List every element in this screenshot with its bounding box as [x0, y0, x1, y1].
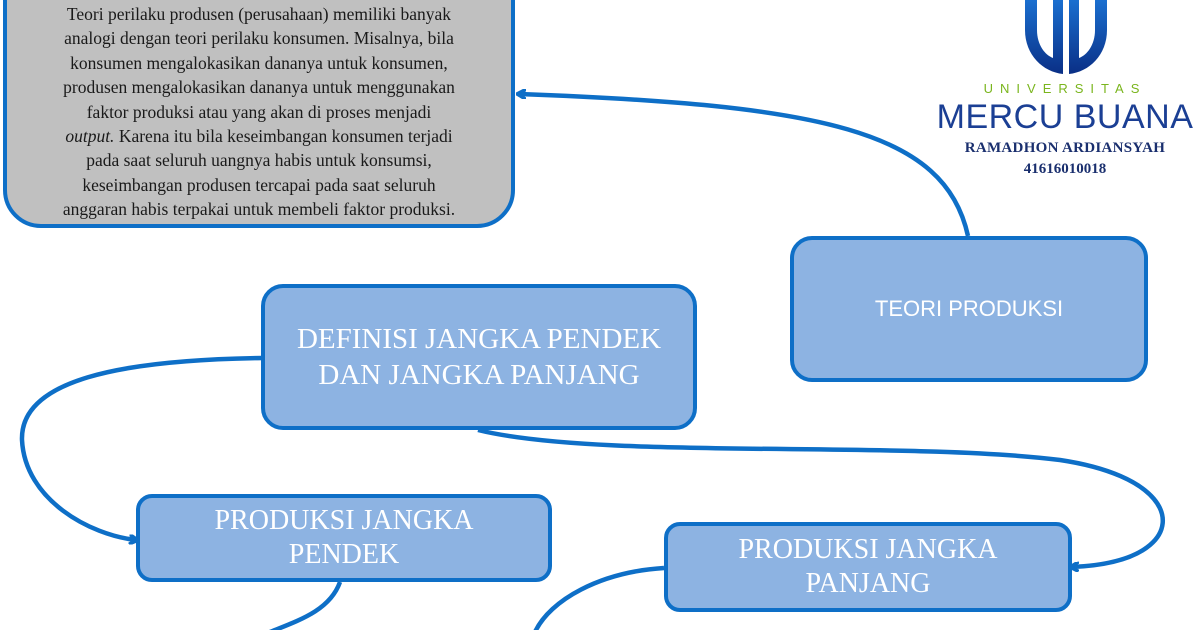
node-label: TEORI PRODUKSI	[874, 296, 1064, 321]
node-label-line: DEFINISI JANGKA PENDEK	[296, 323, 662, 355]
author-name: RAMADHON ARDIANSYAH	[964, 140, 1166, 156]
note-italic-term: output.	[65, 126, 115, 147]
university-name: MERCU BUANA	[936, 98, 1194, 136]
note-line-rest: Karena itu bila keseimbangan konsumen te…	[114, 126, 453, 147]
student-id: 41616010018	[1023, 161, 1107, 177]
note-line: konsumen mengalokasikan dananya untuk ko…	[70, 52, 448, 73]
node-teori-produksi: TEORI PRODUKSI	[790, 236, 1148, 382]
note-line: Teori perilaku produsen (perusahaan) mem…	[66, 4, 452, 24]
note-line-mixed: output. Karena itu bila keseimbangan kon…	[25, 124, 493, 148]
note-line: pada saat seluruh uangnya habis untuk ko…	[86, 150, 432, 171]
note-line: produsen mengalokasikan dananya untuk me…	[63, 77, 455, 98]
node-produksi-jangka-pendek: PRODUKSI JANGKA PENDEK	[136, 494, 552, 582]
note-line: analogi dengan teori perilaku konsumen. …	[64, 28, 454, 49]
university-logo: UNIVERSITAS MERCU BUANA RAMADHON ARDIANS…	[930, 0, 1200, 190]
node-label-line: PRODUKSI JANGKA	[214, 505, 474, 536]
node-label-line: PANJANG	[805, 568, 931, 599]
note-line: faktor produksi atau yang akan di proses…	[86, 101, 432, 122]
university-label: UNIVERSITAS	[983, 81, 1147, 96]
connector-pendek-down	[269, 581, 343, 630]
node-produksi-jangka-panjang: PRODUKSI JANGKA PANJANG	[664, 522, 1072, 612]
connector-teori-to-note	[519, 94, 971, 237]
connector-definisi-to-pendek	[19, 355, 263, 540]
node-definisi-jangka: DEFINISI JANGKA PENDEK DAN JANGKA PANJAN…	[261, 284, 697, 430]
university-emblem-icon	[1025, 0, 1107, 74]
note-line: anggaran habis terpakai untuk membeli fa…	[62, 199, 456, 220]
connector-panjang-down	[533, 565, 665, 630]
connector-definisi-to-panjang	[477, 427, 1166, 567]
node-label-line: DAN JANGKA PANJANG	[318, 359, 640, 391]
node-label-line: PRODUKSI JANGKA	[738, 534, 998, 565]
note-line: keseimbangan produsen tercapai pada saat…	[82, 174, 436, 195]
node-label-line: PENDEK	[288, 539, 400, 570]
note-box: Teori perilaku produsen (perusahaan) mem…	[3, 0, 515, 228]
